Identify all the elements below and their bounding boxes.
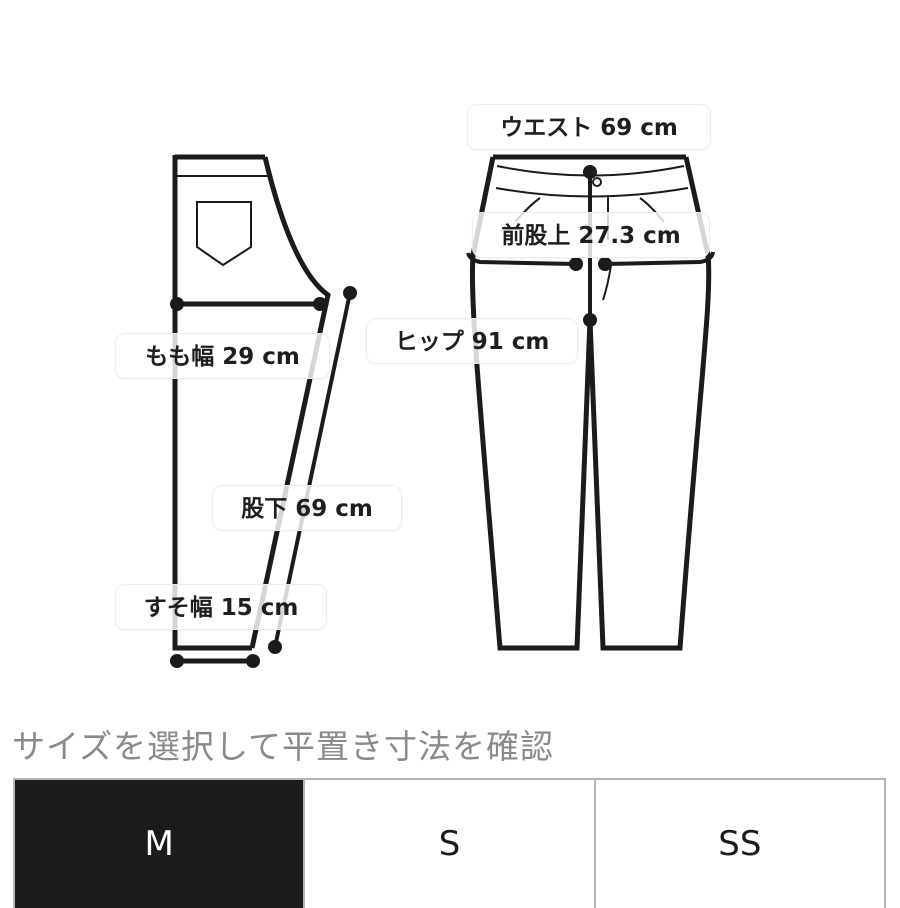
size-select-prompt: サイズを選択して平置き寸法を確認 <box>12 727 555 766</box>
inseam-label: 股下 69 cm <box>212 485 402 531</box>
size-tabs: M S SS <box>13 778 886 908</box>
front-view-measure-dots <box>569 165 612 327</box>
side-view-pants <box>172 154 352 664</box>
front-rise-label: 前股上 27.3 cm <box>472 212 710 258</box>
waist-label: ウエスト 69 cm <box>467 104 711 150</box>
hip-label: ヒップ 91 cm <box>366 318 578 364</box>
size-tab-s[interactable]: S <box>305 780 596 908</box>
thigh-width-label: もも幅 29 cm <box>115 333 330 379</box>
hem-width-label: すそ幅 15 cm <box>115 584 327 630</box>
pants-measurement-diagram <box>170 154 715 668</box>
size-tab-m[interactable]: M <box>15 780 306 908</box>
side-view-measure-dots <box>170 286 357 668</box>
size-tab-ss[interactable]: SS <box>595 780 886 908</box>
